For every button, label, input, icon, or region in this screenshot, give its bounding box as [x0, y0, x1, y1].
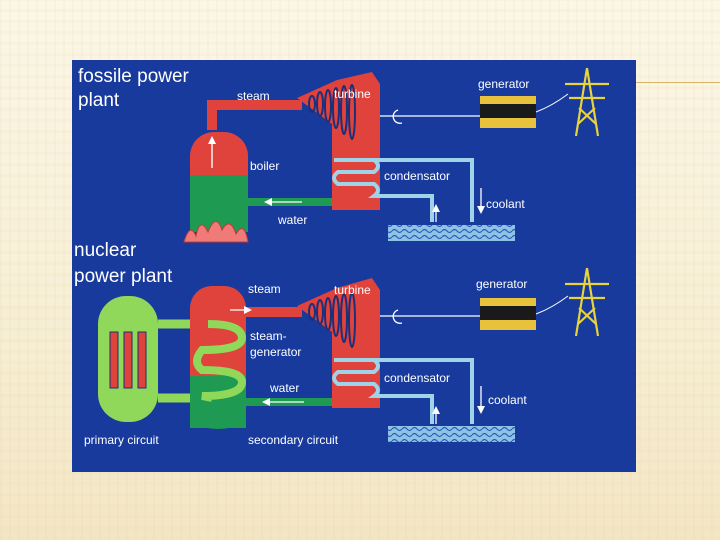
nuclear-secondary-circuit-label: secondary circuit [248, 433, 339, 447]
nuclear-coolant-out-pipe [374, 358, 474, 424]
fossil-turbine-label: turbine [334, 87, 371, 101]
nuclear-turbine-body [297, 278, 380, 408]
nuclear-generator-core [480, 306, 536, 320]
nuclear-steam-generator-water [190, 376, 246, 428]
fossil-water-label: water [277, 213, 307, 227]
fossil-pylon-icon [565, 67, 609, 137]
fossil-generator-core [480, 104, 536, 118]
nuclear-coolant-in-pipe [382, 394, 434, 424]
nuclear-condensator-label: condensator [384, 371, 450, 385]
power-plant-diagram: fossile power plant steam turbine genera… [72, 60, 636, 472]
nuclear-rotation-icon [392, 309, 403, 324]
nuclear-coolant-label: coolant [488, 393, 527, 407]
nuclear-pylon-icon [565, 267, 609, 337]
nuclear-turbine-label: turbine [334, 283, 371, 297]
slide-accent-line [636, 82, 720, 83]
fossil-coolant-out-pipe [374, 158, 474, 222]
fossil-river [388, 225, 515, 241]
nuclear-fuel-rods [109, 331, 147, 389]
nuclear-water-label: water [269, 381, 299, 395]
nuclear-condensator-coil [332, 358, 382, 398]
fossil-boiler-label: boiler [250, 159, 279, 173]
fossil-flame-icon [183, 221, 249, 243]
nuclear-turbine-blades [308, 292, 356, 348]
fossil-plant-section: fossile power plant steam turbine genera… [78, 66, 609, 243]
nuclear-title-line2: power plant [74, 266, 173, 287]
fossil-steam-pipe [207, 100, 302, 130]
fossil-condensator-coil [332, 158, 382, 198]
fossil-coolant-label: coolant [486, 197, 525, 211]
nuclear-primary-coil [193, 320, 247, 402]
nuclear-plant-section: nuclear power plant primary circuit stea… [74, 240, 609, 447]
diagram-canvas: fossile power plant steam turbine genera… [74, 66, 609, 447]
nuclear-primary-circuit-label: primary circuit [84, 433, 159, 447]
nuclear-steam-generator-label-2: generator [250, 345, 301, 359]
nuclear-steam-label: steam [248, 282, 281, 296]
nuclear-generator-label: generator [476, 277, 527, 291]
fossil-boiler-water [190, 175, 248, 232]
fossil-title-line2: plant [78, 90, 120, 111]
nuclear-steam-generator-label-1: steam- [250, 329, 287, 343]
fossil-power-line [535, 93, 569, 113]
fossil-steam-label: steam [237, 89, 270, 103]
fossil-turbine-blades [308, 84, 356, 140]
fossil-generator-label: generator [478, 77, 529, 91]
fossil-rotation-icon [392, 109, 403, 124]
nuclear-river [388, 426, 515, 442]
nuclear-steam-pipe [217, 288, 302, 317]
fossil-title-line1: fossile power [78, 66, 190, 87]
nuclear-title-line1: nuclear [74, 240, 137, 261]
fossil-coolant-in-pipe [382, 194, 434, 222]
fossil-condensator-label: condensator [384, 169, 450, 183]
nuclear-power-line [535, 295, 569, 315]
